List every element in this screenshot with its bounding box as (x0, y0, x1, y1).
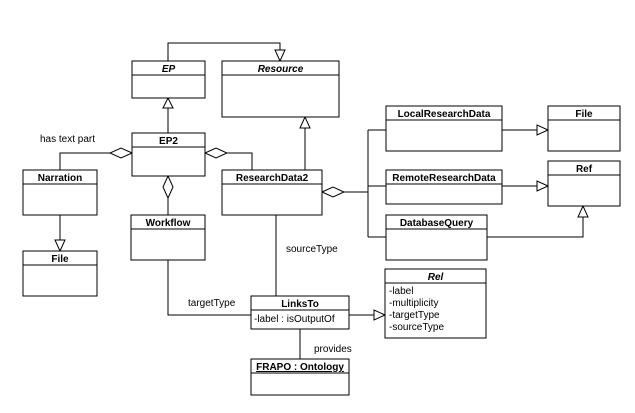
generalization-arrow-ref-dbquery (577, 204, 589, 218)
object-frapo-name: FRAPO : Ontology (256, 362, 344, 373)
class-ep: EP (131, 60, 206, 99)
connectors (59, 42, 584, 359)
class-localresearchdata-name: LocalResearchData (398, 109, 491, 120)
class-researchdata2: ResearchData2 (221, 169, 323, 216)
aggregation-diamond-subclasses (320, 186, 346, 198)
label-target-type: targetType (188, 298, 236, 309)
aggregation-diamond-narration (108, 147, 134, 159)
arrow-heads (54, 49, 589, 321)
generalization-arrow-rel (373, 309, 387, 321)
class-rel-attr-label: -label (389, 286, 413, 297)
class-ep2: EP2 (131, 132, 206, 177)
class-resource-name: Resource (258, 64, 304, 75)
generalization-arrow-ref-remote (536, 180, 550, 192)
edge-ep-resource (167, 42, 281, 61)
generalization-arrow-resource-top (274, 49, 286, 63)
generalization-arrow-file-left (54, 239, 66, 253)
class-rel-attr-sourcetype: -sourceType (389, 322, 444, 333)
edge-dbquery-ref (487, 217, 584, 238)
class-linksto-name: LinksTo (281, 299, 319, 310)
edge-ep2-researchdata2 (227, 152, 253, 170)
class-resource: Resource (221, 60, 340, 118)
label-has-text-part: has text part (40, 134, 95, 145)
class-rel-attr-multiplicity: -multiplicity (389, 298, 438, 309)
class-ref: Ref (547, 160, 621, 207)
class-remoteresearchdata: RemoteResearchData (385, 169, 503, 205)
class-workflow-name: Workflow (146, 218, 191, 229)
class-ref-name: Ref (576, 164, 593, 175)
class-localresearchdata: LocalResearchData (385, 105, 503, 152)
generalization-arrow-file-right (536, 124, 550, 136)
edge-ep2-narration (59, 152, 110, 170)
class-file-right: File (547, 105, 621, 152)
class-researchdata2-name: ResearchData2 (236, 173, 309, 184)
generalization-arrow-ep (162, 96, 174, 109)
generalization-arrow-resource (299, 115, 311, 129)
class-narration: Narration (22, 169, 98, 216)
class-databasequery: DatabaseQuery (385, 214, 488, 261)
class-rel-attr-targettype: -targetType (389, 310, 440, 321)
aggregation-diamond-researchdata2 (203, 147, 229, 159)
aggregation-diamond-workflow (162, 174, 174, 200)
class-rel: Rel -label -multiplicity -targetType -so… (384, 268, 487, 339)
edge-workflow-linksto (167, 260, 251, 316)
class-file-left-name: File (51, 254, 69, 265)
class-rel-name: Rel (428, 272, 444, 283)
class-file-right-name: File (575, 109, 593, 120)
class-workflow: Workflow (130, 214, 206, 261)
class-remoteresearchdata-name: RemoteResearchData (392, 173, 496, 184)
object-frapo-ontology: FRAPO : Ontology (250, 358, 350, 396)
class-databasequery-name: DatabaseQuery (400, 218, 474, 229)
label-source-type: sourceType (286, 244, 338, 255)
class-narration-name: Narration (38, 173, 82, 184)
label-provides: provides (314, 344, 352, 355)
class-ep2-name: EP2 (159, 136, 178, 147)
class-linksto: LinksTo -label : isOutputOf (250, 295, 350, 330)
class-ep-name: EP (162, 64, 176, 75)
class-file-left: File (22, 250, 98, 297)
class-linksto-attr-label: -label : isOutputOf (254, 314, 335, 325)
